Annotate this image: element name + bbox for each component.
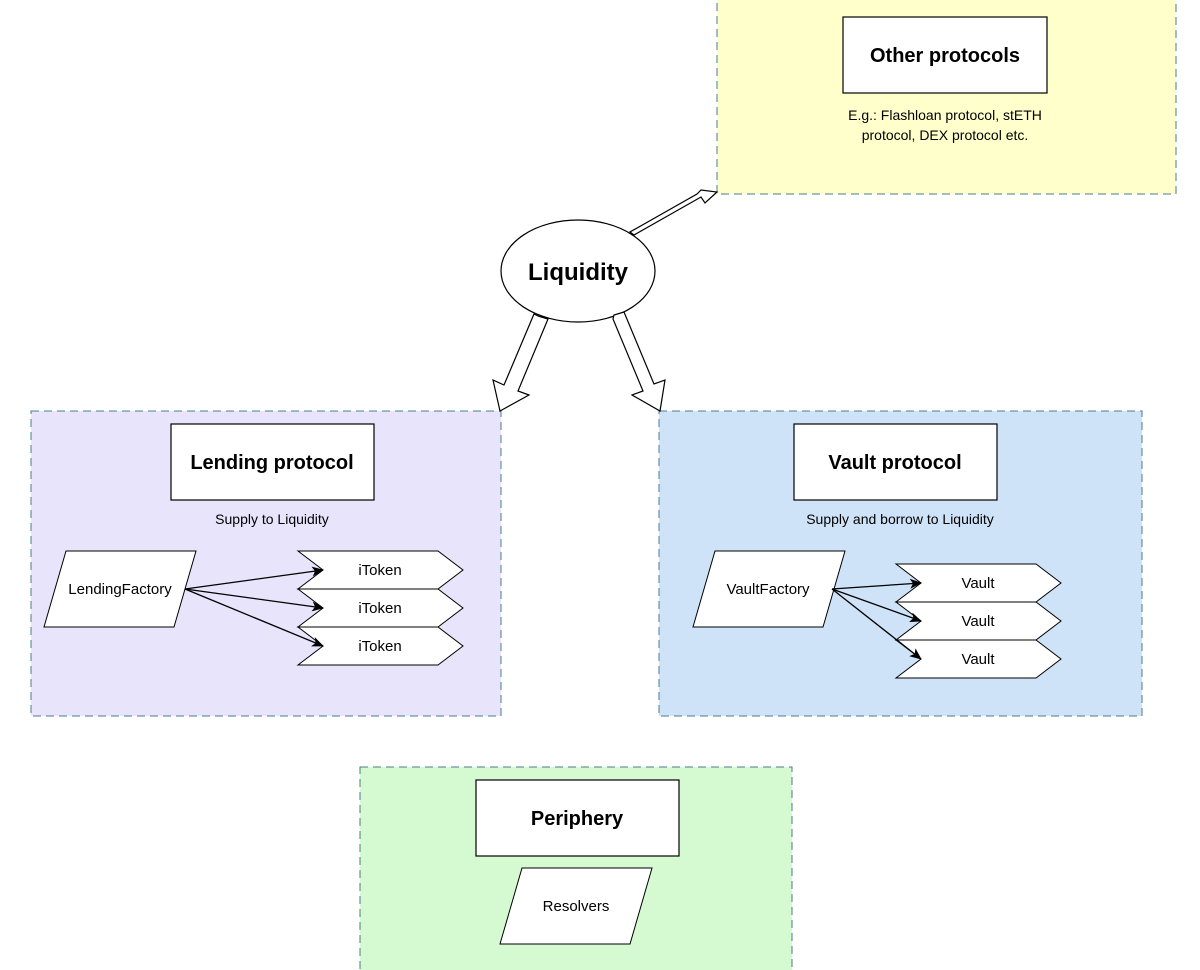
lending-protocol-title-box: [170, 423, 375, 501]
lending-factory-label: LendingFactory: [68, 581, 172, 598]
liquidity-to-lending-protocol-arrow: [492, 313, 549, 412]
other-protocols-description-line1: E.g.: Flashloan protocol, stETH: [848, 107, 1042, 123]
other-protocols-description-line2: protocol, DEX protocol etc.: [862, 127, 1029, 143]
vault-factory-node: [692, 550, 846, 628]
lending-protocol-caption: Supply to Liquidity: [215, 511, 329, 527]
vault-label-1: Vault: [961, 575, 995, 592]
periphery-group: Periphery Resolvers: [359, 766, 793, 970]
itoken-label-1: iToken: [358, 562, 401, 579]
itoken-label-2: iToken: [358, 600, 401, 617]
lending-protocol-group: Lending protocol Supply to Liquidity Len…: [30, 410, 502, 717]
lending-factory-to-itoken-2-arrow: [184, 588, 324, 612]
liquidity-label: Liquidity: [528, 259, 629, 286]
resolvers-node: [499, 867, 653, 945]
vault-protocol-caption: Supply and borrow to Liquidity: [806, 511, 994, 527]
periphery-title-box: [475, 779, 680, 857]
lending-protocol-title: Lending protocol: [190, 452, 353, 474]
vault-protocol-title: Vault protocol: [828, 452, 961, 474]
liquidity-ellipse: [500, 219, 656, 323]
other-protocols-title-box: [842, 16, 1048, 94]
vault-label-3: Vault: [961, 651, 995, 668]
liquidity-center: Liquidity: [500, 219, 656, 323]
resolvers-label: Resolvers: [543, 898, 610, 915]
vault-factory-to-vault-3-arrow: [831, 588, 922, 660]
liquidity-to-vault-protocol-arrow: [612, 311, 666, 412]
lending-factory-node: [43, 550, 197, 628]
vault-factory-to-vault-2-arrow: [831, 588, 922, 622]
vault-factory-label: VaultFactory: [726, 581, 810, 598]
liquidity-to-other-protocols-arrow: [628, 189, 719, 236]
lending-factory-to-itoken-1-arrow: [184, 566, 324, 590]
lending-factory-to-itoken-3-arrow: [184, 588, 324, 647]
other-protocols-title: Other protocols: [870, 45, 1020, 67]
other-protocols-group: Other protocols E.g.: Flashloan protocol…: [716, 0, 1177, 195]
vault-factory-to-vault-1-arrow: [831, 578, 922, 590]
itoken-label-3: iToken: [358, 638, 401, 655]
vault-protocol-group: Vault protocol Supply and borrow to Liqu…: [658, 410, 1143, 717]
vault-label-2: Vault: [961, 613, 995, 630]
vault-protocol-title-box: [793, 423, 998, 501]
periphery-title: Periphery: [531, 808, 624, 830]
